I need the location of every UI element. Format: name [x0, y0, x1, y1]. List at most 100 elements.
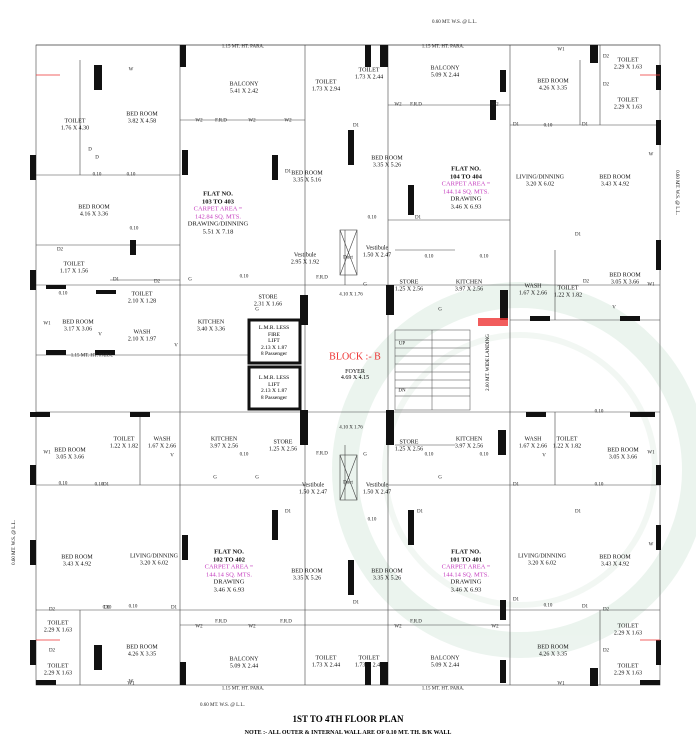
room-dim: 3.05 X 3.66 — [610, 279, 640, 285]
flat-no: FLAT NO. — [451, 548, 481, 556]
symbol-w1-21: W1 — [43, 321, 51, 327]
fire-lift-dim: 2.13 X 1.87 — [261, 344, 287, 351]
symbol-d1-30: D1 — [581, 122, 589, 128]
room-dim: 2.95 X 1.92 — [290, 259, 320, 265]
symbol-w-19: W — [128, 679, 134, 685]
symbol-d1-49: D1 — [416, 509, 424, 515]
symbol-d2-36: D2 — [56, 247, 64, 253]
foyer-dim: 4.69 X 4.15 — [340, 375, 370, 381]
symbol-gap-66: 0.10 — [58, 481, 68, 487]
room-dim: 1.25 X 2.56 — [394, 286, 424, 292]
drawing-dim: 5.51 X 7.18 — [202, 228, 234, 235]
symbol-d1-54: D1 — [512, 482, 520, 488]
room-name: BALCONY — [229, 656, 259, 663]
room-name: STORE — [399, 279, 419, 286]
room-dim: 4.16 X 3.36 — [79, 211, 109, 217]
flat-104-404: FLAT NO. 104 TO 404 CARPET AREA = 144.14… — [442, 166, 491, 211]
room-name: BED ROOM — [599, 554, 631, 561]
carpet-label: CARPET AREA = — [441, 180, 491, 188]
stair-dn: DN — [398, 388, 406, 394]
room-name: Vestibule — [365, 482, 389, 489]
room-dim: 1.50 X 2.47 — [298, 489, 328, 495]
symbol-v-83: V — [98, 332, 102, 338]
room-name: TOILET — [358, 67, 380, 74]
symbol-w1-22: W1 — [647, 282, 655, 288]
symbol-gap-73: 0.10 — [543, 123, 553, 129]
symbol-d1-53: D1 — [581, 604, 589, 610]
symbol-gap-69: 0.10 — [239, 274, 249, 280]
room-name: STORE — [258, 294, 278, 301]
room-dim: 5.09 X 2.44 — [430, 662, 460, 668]
carpet-area: 144.14 SQ. MTS. — [205, 571, 253, 578]
drawing-dim: 3.46 X 6.93 — [450, 203, 482, 210]
corridor-bottom: 4.10 X 1.76 — [339, 425, 363, 431]
room-dim: 1.22 X 1.82 — [109, 443, 139, 449]
symbol-w1-24: W1 — [647, 450, 655, 456]
room-name: LIVING/DINNING — [516, 174, 564, 181]
foyer-label: FOYER 4.69 X 4.15 — [341, 369, 369, 381]
symbol-gap-70: 0.10 — [367, 215, 377, 221]
symbol-d1-48: D1 — [284, 509, 292, 515]
room-name: BED ROOM — [607, 447, 639, 454]
room-dim: 2.10 X 1.97 — [127, 336, 157, 342]
room-name: Vestibule — [301, 482, 325, 489]
room-dim: 3.20 X 6.02 — [139, 560, 169, 566]
wall-blocks — [30, 45, 661, 686]
lift-l1: L.M.R. LESS — [258, 375, 290, 381]
room-dim: 3.97 X 2.56 — [209, 443, 239, 449]
ws-top-label: 0.60 MT. W.S. @ L.L. — [432, 20, 477, 25]
ws-left-label: 0.60 MT. W.S. @ L.L. — [11, 520, 17, 565]
room-name: BED ROOM — [609, 272, 641, 279]
room-name: KITCHEN — [197, 319, 225, 326]
para-label-bottom-left: 1.15 MT. HT. PARA. — [221, 686, 265, 692]
symbol-gap-74: 0.10 — [543, 603, 553, 609]
symbol-gap-64: 0.10 — [126, 172, 136, 178]
symbol-d1-31: D1 — [352, 123, 360, 129]
room-name: BED ROOM — [537, 644, 569, 651]
symbol-gap-65: 0.10 — [94, 482, 104, 488]
symbol-g-55: G — [188, 277, 192, 283]
carpet-label: CARPET AREA = — [441, 563, 491, 571]
room-name: BED ROOM — [62, 319, 94, 326]
room-name: TOILET — [358, 655, 380, 662]
room-dim: 2.29 X 1.63 — [613, 630, 643, 636]
corridor-top: 4.10 X 1.76 — [339, 292, 363, 298]
room-name: TOILET — [64, 118, 86, 125]
drawing-dim: 3.46 X 6.93 — [450, 586, 482, 593]
plan-note: NOTE :- ALL OUTER & INTERNAL WALL ARE OF… — [244, 730, 452, 736]
symbol-gap-68: 0.10 — [129, 226, 139, 232]
room-dim: 3.05 X 3.66 — [608, 454, 638, 460]
fire-lift-l1: L.M.R. LESS — [258, 324, 290, 331]
room-name: BED ROOM — [291, 170, 323, 177]
flat-102-402: FLAT NO. 102 TO 402 CARPET AREA = 144.14… — [205, 549, 254, 594]
room-name: LIVING/DINNING — [518, 553, 566, 560]
room-name: TOILET — [556, 436, 578, 443]
room-dim: 1.73 X 2.44 — [354, 74, 384, 80]
room-name: TOILET — [557, 285, 579, 292]
room-name: TOILET — [617, 663, 639, 670]
duct-boxes — [339, 229, 358, 501]
room-name: BED ROOM — [371, 155, 403, 162]
carpet-label: CARPET AREA = — [204, 563, 254, 571]
room-name: TOILET — [315, 79, 337, 86]
symbol-w2-11: W2 — [491, 102, 499, 108]
room-dim: 3.43 X 4.92 — [62, 561, 92, 567]
room-name: BED ROOM — [537, 78, 569, 85]
symbol-g-58: G — [363, 452, 367, 458]
room-dim: 1.22 X 1.82 — [552, 443, 582, 449]
symbol-v-86: V — [170, 453, 174, 459]
room-name: BALCONY — [229, 81, 259, 88]
symbol-d2-38: D2 — [582, 279, 590, 285]
